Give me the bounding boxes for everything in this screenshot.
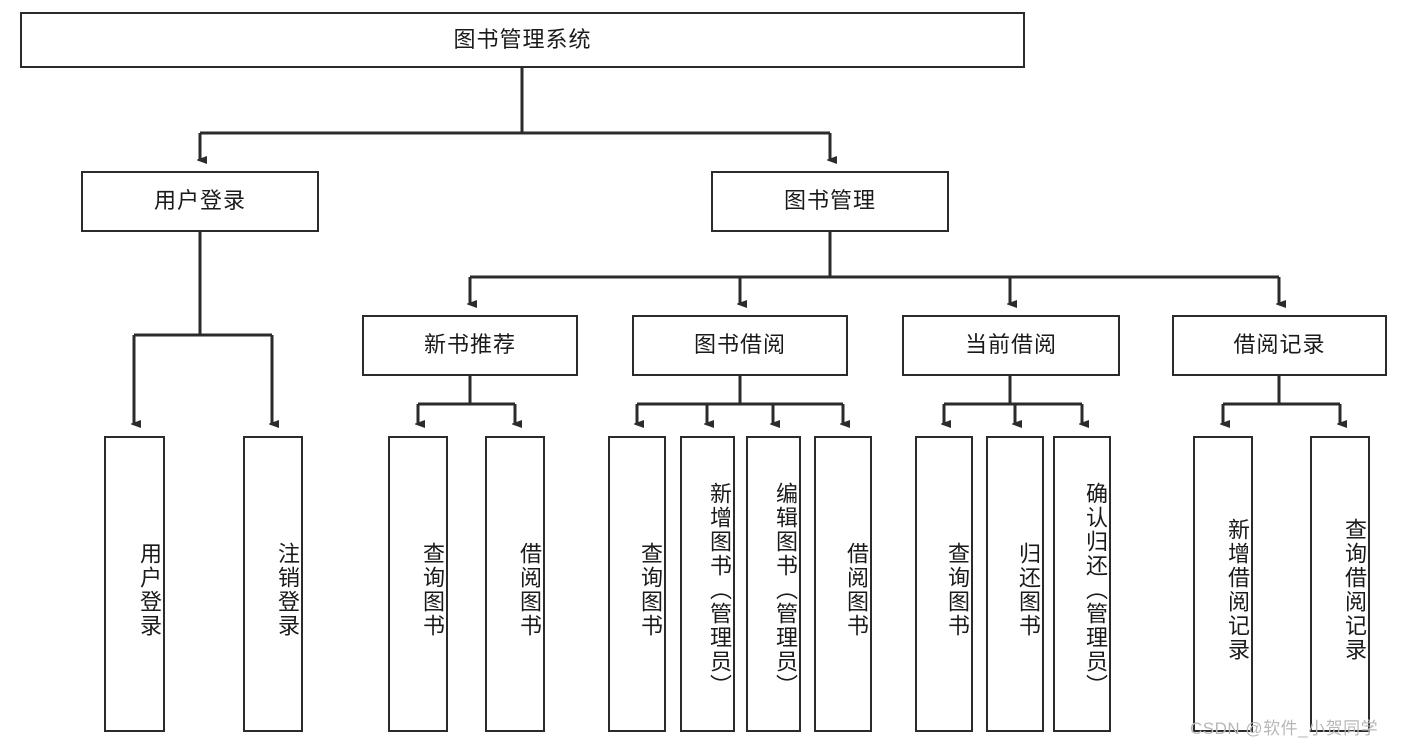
- leaf-borrow-book-recommend-label: 借阅图书: [517, 542, 542, 638]
- leaf-confirm-return[interactable]: 确认归还（管理员）: [1053, 436, 1111, 732]
- leaf-edit-book[interactable]: 编辑图书（管理员）: [746, 436, 801, 732]
- node-current-borrow-label: 当前借阅: [964, 332, 1057, 358]
- leaf-query-book-current[interactable]: 查询图书: [915, 436, 973, 732]
- leaf-query-book-recommend[interactable]: 查询图书: [388, 436, 448, 732]
- node-user-login[interactable]: 用户登录: [81, 171, 319, 232]
- leaf-borrow-book-label: 借阅图书: [844, 542, 869, 638]
- leaf-borrow-book[interactable]: 借阅图书: [814, 436, 872, 732]
- node-root-label: 图书管理系统: [453, 26, 592, 52]
- leaf-user-logout[interactable]: 注销登录: [243, 436, 303, 732]
- node-book-management-label: 图书管理: [783, 188, 876, 214]
- leaf-edit-book-label: 编辑图书（管理员）: [773, 482, 798, 698]
- node-user-login-label: 用户登录: [153, 188, 246, 214]
- leaf-add-borrow-record[interactable]: 新增借阅记录: [1193, 436, 1253, 732]
- leaf-return-book-label: 归还图书: [1016, 542, 1041, 638]
- csdn-watermark: CSDN @软件_小贺同学: [1190, 719, 1379, 738]
- node-book-management[interactable]: 图书管理: [711, 171, 949, 232]
- leaf-confirm-return-label: 确认归还（管理员）: [1083, 482, 1108, 698]
- leaf-query-book-recommend-label: 查询图书: [420, 542, 445, 638]
- node-borrow-record[interactable]: 借阅记录: [1172, 315, 1387, 376]
- leaf-user-login-label: 用户登录: [137, 542, 162, 638]
- leaf-query-book-borrow-label: 查询图书: [638, 542, 663, 638]
- leaf-query-book-borrow[interactable]: 查询图书: [608, 436, 666, 732]
- leaf-add-book-label: 新增图书（管理员）: [707, 482, 732, 698]
- leaf-add-book[interactable]: 新增图书（管理员）: [680, 436, 735, 732]
- leaf-add-borrow-record-label: 新增借阅记录: [1225, 518, 1250, 662]
- node-new-book-recommend-label: 新书推荐: [423, 332, 516, 358]
- leaf-query-borrow-record-label: 查询借阅记录: [1342, 518, 1367, 662]
- node-borrow-record-label: 借阅记录: [1233, 332, 1326, 358]
- node-root[interactable]: 图书管理系统: [20, 12, 1025, 68]
- leaf-query-book-current-label: 查询图书: [945, 542, 970, 638]
- node-book-borrow-label: 图书借阅: [693, 332, 786, 358]
- leaf-borrow-book-recommend[interactable]: 借阅图书: [485, 436, 545, 732]
- node-current-borrow[interactable]: 当前借阅: [902, 315, 1120, 376]
- leaf-return-book[interactable]: 归还图书: [986, 436, 1044, 732]
- leaf-user-logout-label: 注销登录: [275, 542, 300, 638]
- leaf-query-borrow-record[interactable]: 查询借阅记录: [1310, 436, 1370, 732]
- node-book-borrow[interactable]: 图书借阅: [632, 315, 848, 376]
- leaf-user-login[interactable]: 用户登录: [104, 436, 165, 732]
- node-new-book-recommend[interactable]: 新书推荐: [362, 315, 578, 376]
